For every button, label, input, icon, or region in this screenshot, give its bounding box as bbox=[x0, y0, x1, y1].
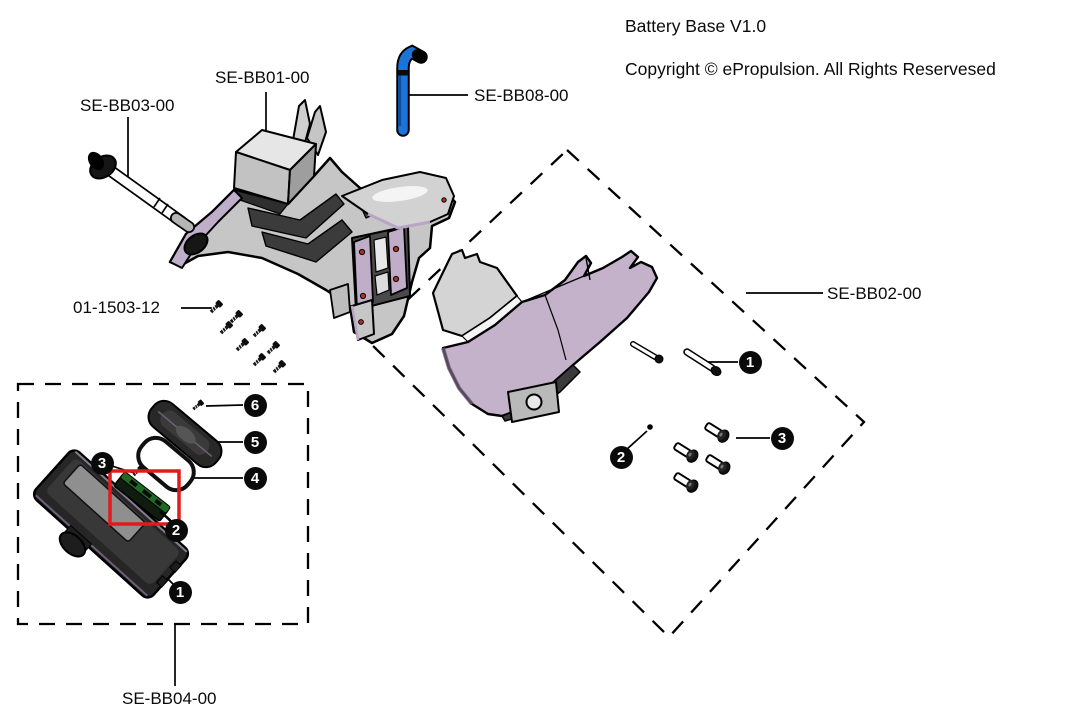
diagram-title: Battery Base V1.0 bbox=[625, 16, 767, 36]
red-highlight-rect bbox=[108, 469, 181, 526]
callout-right-3: 3 bbox=[770, 426, 794, 450]
label-se-bb01: SE-BB01-00 bbox=[215, 68, 310, 87]
callout-box-3: 3 bbox=[90, 451, 114, 475]
tiny-screw-6 bbox=[191, 398, 205, 412]
label-01-1503-12: 01-1503-12 bbox=[73, 298, 160, 317]
label-se-bb02: SE-BB02-00 bbox=[827, 284, 922, 303]
callout-box-1: 1 bbox=[168, 580, 192, 604]
small-screws-drawing bbox=[208, 299, 287, 375]
hex-key-drawing bbox=[396, 44, 428, 137]
callout-box-6: 6 bbox=[243, 393, 267, 417]
dashed-group-box bbox=[16, 382, 310, 626]
callout-box-5: 5 bbox=[243, 430, 267, 454]
right-fasteners-drawing bbox=[630, 341, 734, 496]
bracket-assembly-drawing bbox=[168, 99, 457, 345]
label-se-bb03: SE-BB03-00 bbox=[80, 96, 175, 115]
callout-box-4: 4 bbox=[243, 466, 267, 490]
callout-right-1: 1 bbox=[738, 350, 762, 374]
bracket-hole-markers bbox=[358, 197, 447, 325]
dashed-group-box-rotated bbox=[364, 148, 866, 639]
inner-cover-drawing bbox=[147, 399, 223, 469]
pcb-drawing bbox=[113, 471, 175, 525]
label-se-bb04: SE-BB04-00 bbox=[122, 689, 217, 708]
copyright-text: Copyright © ePropulsion. All Rights Rese… bbox=[625, 59, 996, 79]
cover-drawing bbox=[431, 248, 659, 423]
callout-box-2: 2 bbox=[164, 518, 188, 542]
bolt-drawing bbox=[87, 151, 195, 233]
callout-right-2: 2 bbox=[609, 445, 633, 469]
label-se-bb08: SE-BB08-00 bbox=[474, 86, 569, 105]
gasket-drawing bbox=[136, 435, 196, 493]
